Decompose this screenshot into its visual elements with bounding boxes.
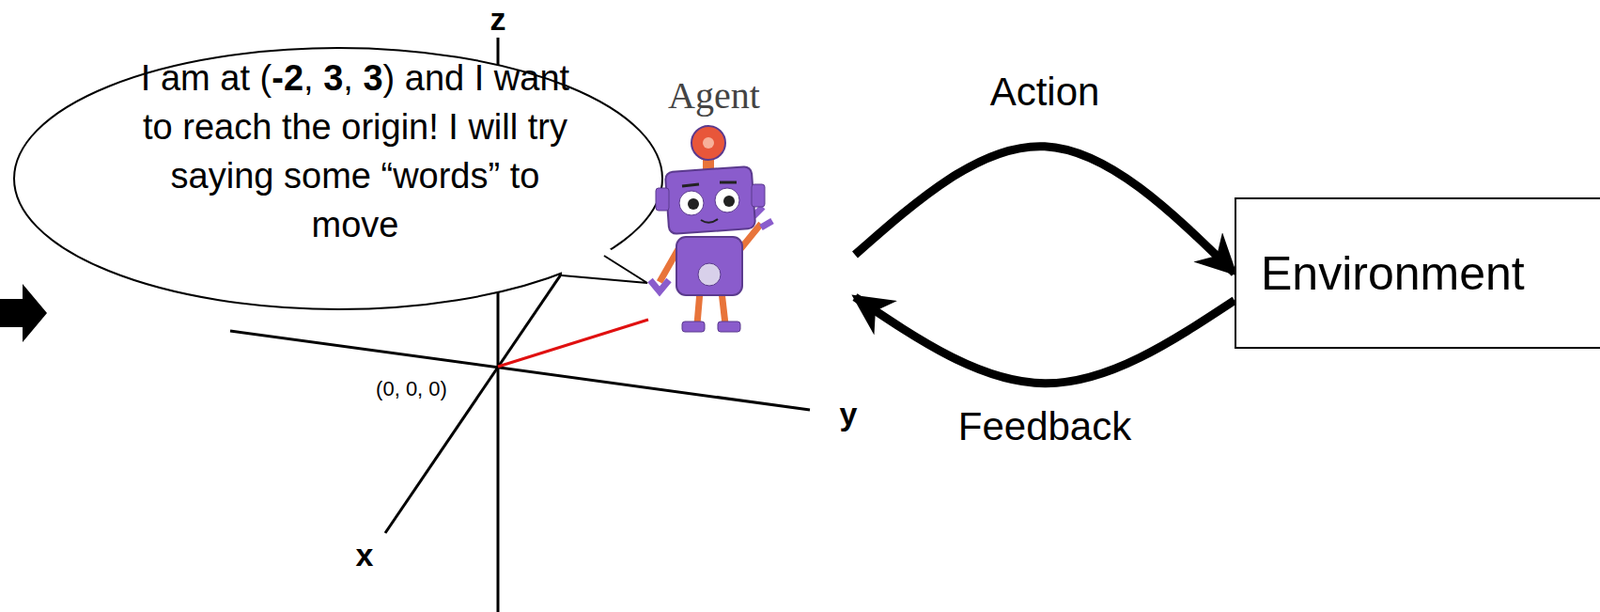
axis-label: z [490,0,507,38]
edge-label: Action [986,69,1104,115]
robot-part [682,182,737,187]
robot-part [679,190,704,216]
axis-label: x [356,536,374,574]
robot-part [650,279,669,292]
distance-line [497,319,649,367]
agent-label: Agent [620,73,808,118]
bubble-ellipse [14,47,663,310]
robot-part [702,137,715,149]
action-arrow [854,146,1235,274]
robot-part [717,321,741,332]
robot-part [687,198,700,210]
environment-text: Environment [1260,246,1525,301]
environment-box: Environment [1234,197,1600,349]
robot-part [655,187,669,211]
speech-text: I am at (-2, 3, 3) and I want to reach t… [129,53,581,249]
robot-part [714,187,740,213]
bubble-tail [561,255,648,283]
robot-part [700,218,718,223]
edge-label: Feedback [954,403,1135,450]
speech-bubble: I am at (-2, 3, 3) and I want to reach t… [12,46,665,311]
robot-part [691,125,726,160]
robot-part [751,184,765,207]
robot-part [753,206,773,228]
feedback-arrow [854,296,1235,384]
origin-label: (0, 0, 0) [375,376,448,402]
input-arrow [0,283,47,342]
axis-label: y [839,395,858,433]
agent-figure: Agent [610,65,855,348]
robot-part [698,263,721,286]
robot-part [697,291,726,325]
bubble-tail-fill [561,243,648,283]
y-axis [230,330,810,410]
robot-part [676,236,743,296]
robot-part [665,166,756,234]
robot-part [723,195,735,207]
robot-part [682,321,705,332]
